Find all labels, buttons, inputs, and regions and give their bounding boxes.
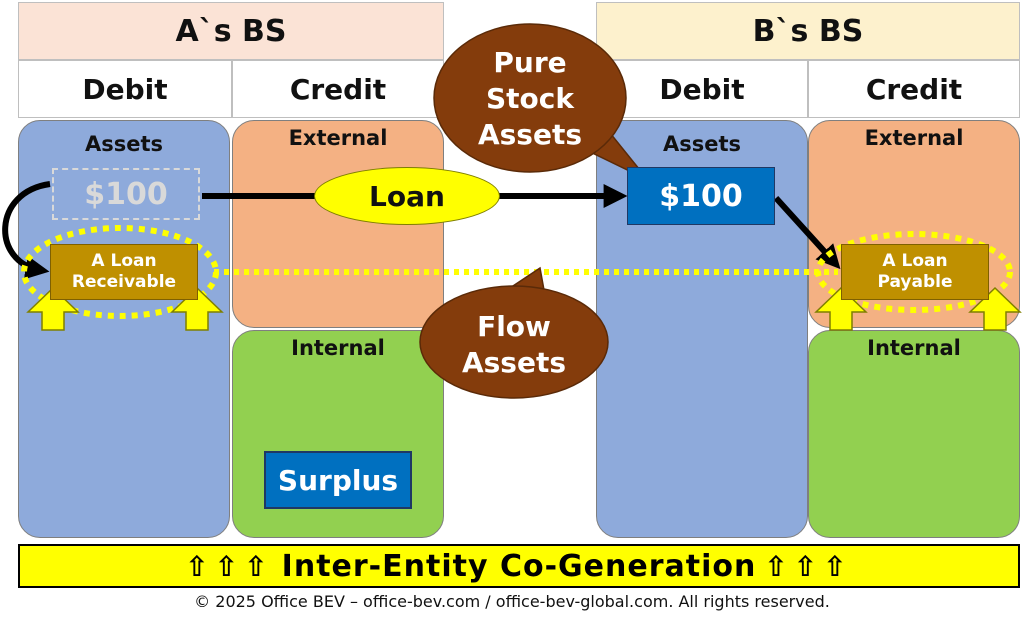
banner-text: Inter-Entity Co-Generation [281, 548, 757, 584]
payable-arrow [773, 195, 841, 270]
payable-highlight [815, 231, 1013, 313]
a-credit-header: Credit [232, 60, 444, 118]
surplus-box: Surplus [264, 451, 412, 509]
a-bs-header: A`s BS [18, 2, 444, 60]
b-internal-column [808, 330, 1020, 538]
banner-right-arrows: ⇧⇧⇧ [764, 549, 853, 583]
up-arrow-yellow [170, 286, 224, 331]
a-ghost-amount: $100 [52, 168, 200, 220]
up-arrow-yellow [26, 286, 80, 331]
up-arrow-yellow [814, 286, 868, 331]
payable-line2: Payable [877, 272, 953, 292]
pure-callout-line1: Pure [493, 46, 566, 79]
banner-left-arrows: ⇧⇧⇧ [185, 549, 274, 583]
curved-arrow [2, 181, 51, 280]
b-credit-header: Credit [808, 60, 1020, 118]
b-amount-box: $100 [627, 167, 775, 225]
co-generation-banner: ⇧⇧⇧ Inter-Entity Co-Generation ⇧⇧⇧ [18, 544, 1020, 588]
receivable-line2: Receivable [71, 272, 177, 292]
flow-assets-callout [419, 285, 609, 399]
up-arrow-yellow [968, 286, 1022, 331]
copyright-footer: © 2025 Office BEV – office-bev.com / off… [194, 592, 830, 611]
loan-payable-box: A Loan Payable [841, 244, 989, 300]
loan-receivable-box: A Loan Receivable [50, 244, 198, 300]
a-external-label: External [288, 126, 388, 150]
flow-callout-line2: Assets [462, 346, 566, 379]
receivable-line1: A Loan [91, 251, 157, 271]
payable-line1: A Loan [882, 251, 948, 271]
b-internal-label: Internal [867, 336, 961, 360]
receivable-highlight [21, 225, 219, 319]
flow-callout-line1: Flow [477, 310, 551, 343]
b-external-label: External [864, 126, 964, 150]
pure-stock-assets-callout [433, 23, 627, 173]
b-bs-header: B`s BS [596, 2, 1020, 60]
pure-callout-line2: Stock [486, 82, 575, 115]
a-debit-header: Debit [18, 60, 232, 118]
loan-oval: Loan [314, 167, 500, 225]
a-assets-label: Assets [84, 132, 164, 156]
a-internal-label: Internal [291, 336, 385, 360]
b-assets-label: Assets [662, 132, 742, 156]
b-debit-header: Debit [596, 60, 808, 118]
pure-callout-line3: Assets [478, 118, 582, 151]
